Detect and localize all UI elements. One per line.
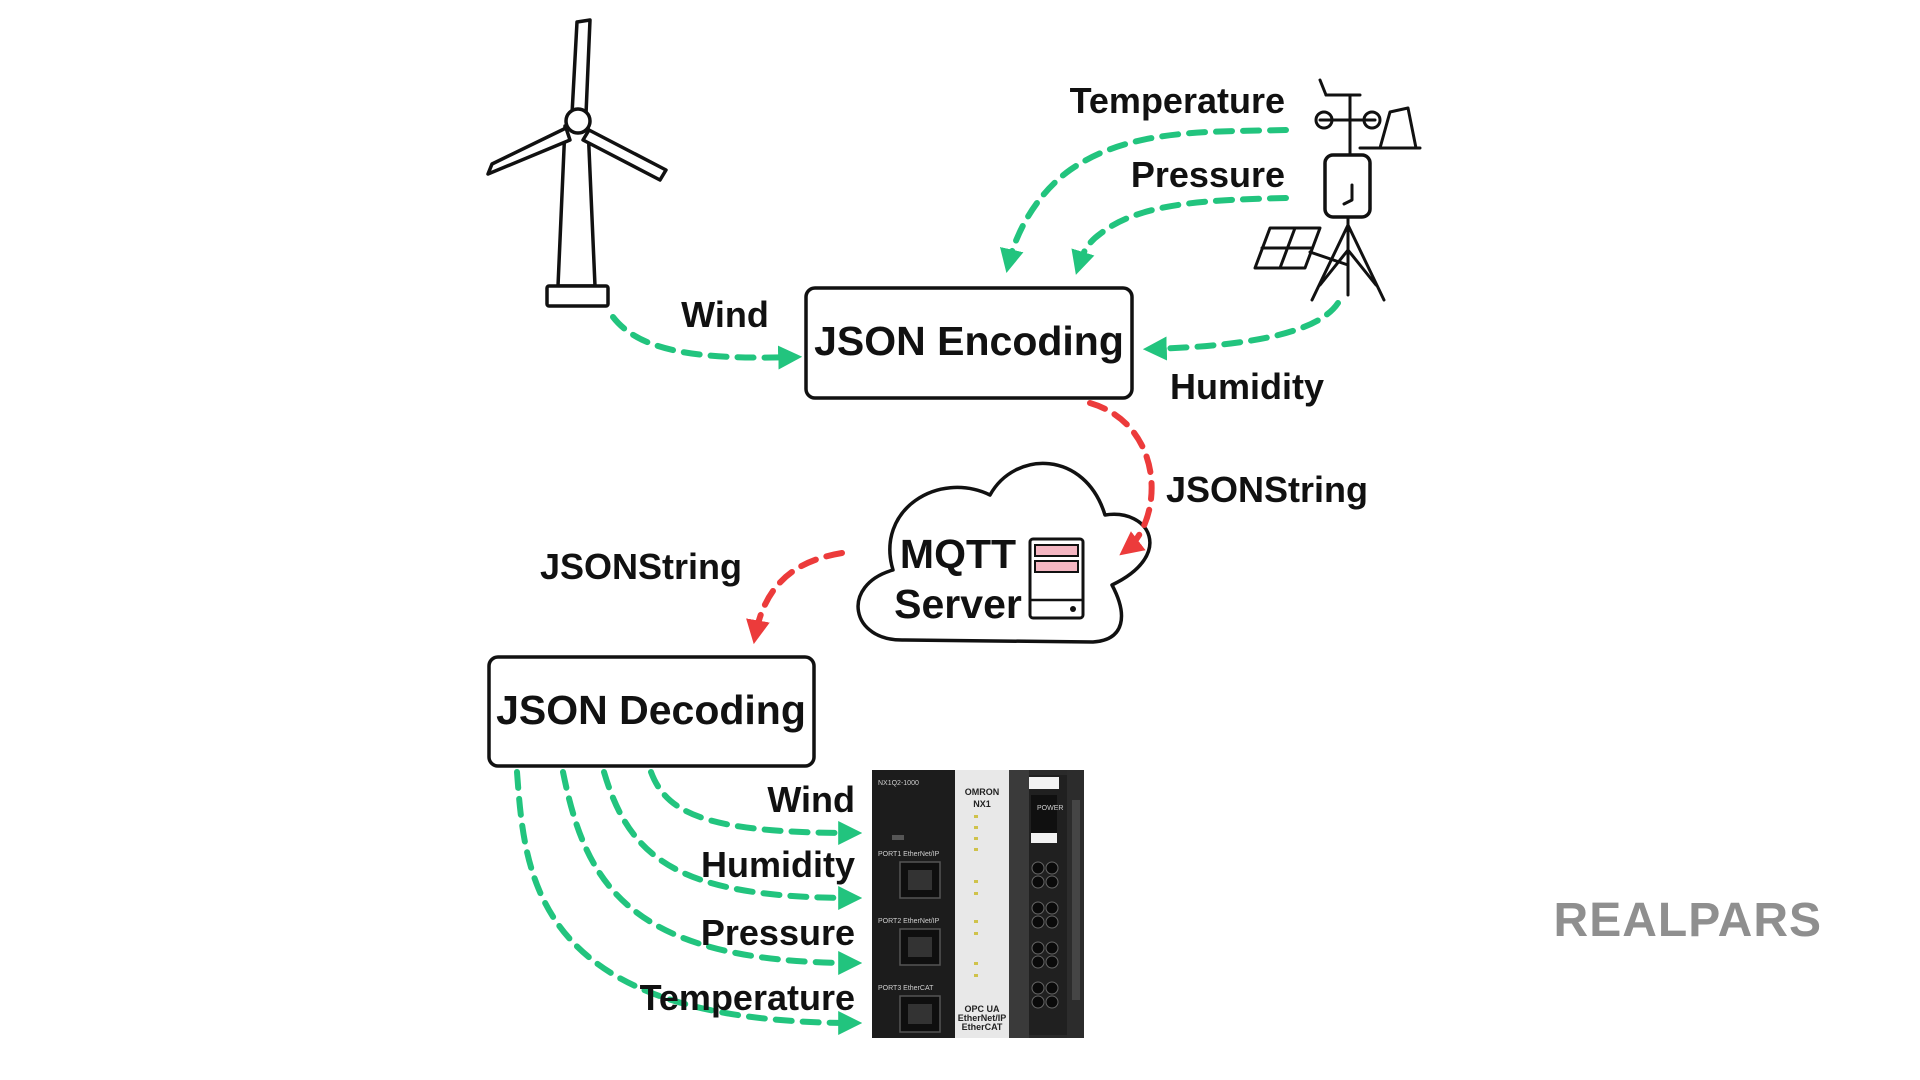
status-leds: [974, 815, 978, 977]
temperature-output-label: Temperature: [640, 977, 855, 1018]
humidity-input-label: Humidity: [1170, 366, 1324, 407]
wind-input-arrow: [610, 314, 803, 370]
temperature-output-arrow: [514, 769, 863, 1035]
plc-port1-label: PORT1 EtherNet/IP: [878, 851, 940, 858]
plc-footer-opcua: OPC UA: [964, 1004, 1000, 1014]
json-encoding-node: JSON Encoding: [804, 286, 1134, 400]
terminal-block-icon: [1031, 861, 1059, 1009]
jsonstring-from-server-arrow: [746, 550, 845, 645]
mqtt-server-node: MQTT Server: [856, 461, 1152, 644]
plc-model: NX1: [973, 799, 991, 809]
plc-controller-image: NX1Q2-1000 PORT1 EtherNet/IP PORT2 Ether…: [872, 770, 1084, 1038]
plc-footer-ethercat: EtherCAT: [962, 1022, 1003, 1032]
humidity-input-arrow: [1142, 300, 1341, 361]
plc-footer-ethernetip: EtherNet/IP: [958, 1013, 1007, 1023]
wind-input-label: Wind: [681, 294, 769, 335]
realpars-logo: REALPARS: [1554, 894, 1822, 947]
json-decoding-label: JSON Decoding: [496, 687, 806, 733]
plc-port3-label: PORT3 EtherCAT: [878, 985, 934, 992]
pressure-input-label: Pressure: [1131, 154, 1285, 195]
pressure-output-label: Pressure: [701, 912, 855, 953]
json-encoding-label: JSON Encoding: [814, 318, 1124, 364]
jsonstring-to-server-label: JSONString: [1166, 469, 1368, 510]
wind-output-label: Wind: [767, 779, 855, 820]
mqtt-label-line2: Server: [894, 581, 1022, 627]
humidity-output-arrow: [601, 769, 863, 910]
json-decoding-node: JSON Decoding: [487, 655, 816, 768]
plc-port2-label: PORT2 EtherNet/IP: [878, 918, 940, 925]
plc-part-number: NX1Q2-1000: [878, 780, 919, 787]
plc-power-label: POWER: [1037, 805, 1063, 812]
pressure-output-arrow: [560, 769, 863, 975]
wind-output-arrow: [648, 769, 863, 845]
jsonstring-from-server-label: JSONString: [540, 546, 742, 587]
server-icon: [1028, 537, 1085, 620]
plc-brand: OMRON: [965, 787, 1000, 797]
ethernet-port-icon: [899, 995, 941, 1033]
jsonstring-to-server-arrow: [1087, 400, 1155, 556]
mqtt-label-line1: MQTT: [900, 531, 1016, 577]
pressure-input-arrow: [1071, 195, 1289, 275]
temperature-input-label: Temperature: [1070, 80, 1285, 121]
humidity-output-label: Humidity: [701, 844, 855, 885]
weather-station-icon: [1253, 78, 1422, 302]
temperature-input-arrow: [1000, 127, 1289, 274]
wind-turbine-icon: [486, 18, 668, 308]
